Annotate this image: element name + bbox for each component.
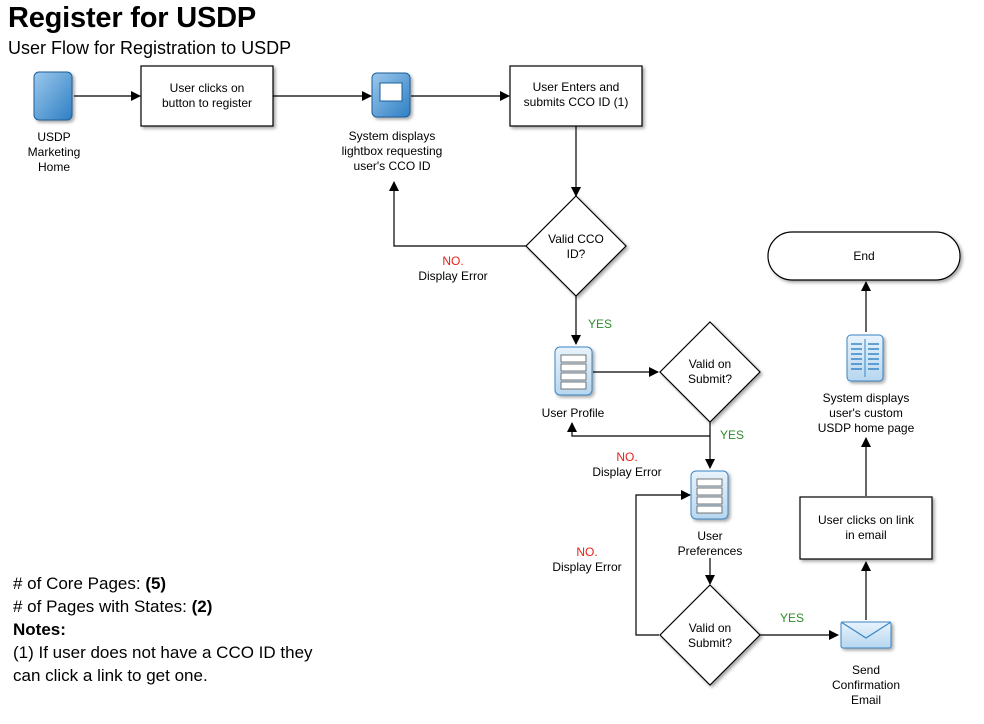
label-valid-submit-1: Valid on Submit? — [687, 357, 733, 386]
display-error-text: Display Error — [552, 560, 622, 574]
terminator-end — [767, 231, 961, 281]
edge-label-no-preferences: NO.Display Error — [532, 545, 642, 575]
form-icon-preferences — [690, 470, 729, 520]
lightbox-icon — [371, 72, 411, 118]
document-icon — [846, 334, 884, 382]
edge-label-no-cco: NO.Display Error — [400, 254, 506, 284]
label-end: End — [853, 249, 875, 263]
edge-valid2-no — [635, 490, 691, 636]
states-value: (2) — [191, 597, 213, 616]
decision-valid-submit-2 — [659, 584, 761, 686]
no-text: NO. — [442, 254, 464, 268]
decision-valid-cco — [525, 195, 627, 297]
core-pages-line: # of Core Pages: (5) — [13, 572, 313, 595]
home-page-icon — [33, 71, 73, 121]
edge-label-yes-profile: YES — [720, 428, 745, 442]
core-pages-label: # of Core Pages: — [13, 574, 146, 593]
label-valid-cco: Valid CCO ID? — [548, 232, 604, 261]
label-enter-cco: User Enters and submits CCO ID (1) — [523, 80, 629, 109]
edge-valid-no — [389, 181, 527, 247]
states-line: # of Pages with States: (2) — [13, 595, 313, 618]
note-1-line-1: (1) If user does not have a CCO ID they — [13, 643, 313, 662]
process-box-user-clicks — [140, 65, 274, 127]
display-error-text: Display Error — [418, 269, 488, 283]
process-box-clicks-link — [799, 496, 933, 560]
label-user-profile: User Profile — [541, 406, 605, 420]
edge-label-yes-preferences: YES — [780, 611, 805, 625]
form-icon-profile — [554, 346, 593, 396]
notes-block: # of Core Pages: (5) # of Pages with Sta… — [13, 572, 313, 687]
label-lightbox: System displays lightbox requesting user… — [341, 129, 443, 173]
label-send-email: Send Confirmation Email — [831, 663, 901, 707]
label-usdp-home: USDP Marketing Home — [27, 130, 81, 174]
no-text: NO. — [616, 450, 638, 464]
core-pages-value: (5) — [145, 574, 167, 593]
page-subtitle: User Flow for Registration to USDP — [8, 38, 292, 58]
decision-valid-submit-1 — [659, 321, 761, 423]
notes-heading-text: Notes: — [13, 620, 66, 639]
no-text: NO. — [576, 545, 598, 559]
notes-heading: Notes: — [13, 618, 313, 641]
page-title: Register for USDP — [8, 2, 256, 34]
edge-valid1-no — [567, 422, 711, 437]
edge-label-yes-cco: YES — [588, 317, 613, 331]
connectors — [74, 91, 871, 640]
label-custom-home: System displays user's custom USDP home … — [817, 391, 915, 435]
display-error-text: Display Error — [592, 465, 662, 479]
envelope-icon — [840, 621, 892, 649]
process-box-enter-cco — [509, 65, 643, 127]
states-label: # of Pages with States: — [13, 597, 192, 616]
label-valid-submit-2: Valid on Submit? — [687, 621, 733, 650]
note-1-line-2: can click a link to get one. — [13, 666, 208, 685]
edge-label-no-profile: NO.Display Error — [572, 450, 682, 480]
label-user-preferences: User Preferences — [677, 529, 743, 558]
label-user-clicks: User clicks on button to register — [161, 81, 253, 110]
label-clicks-link: User clicks on link in email — [817, 513, 915, 542]
